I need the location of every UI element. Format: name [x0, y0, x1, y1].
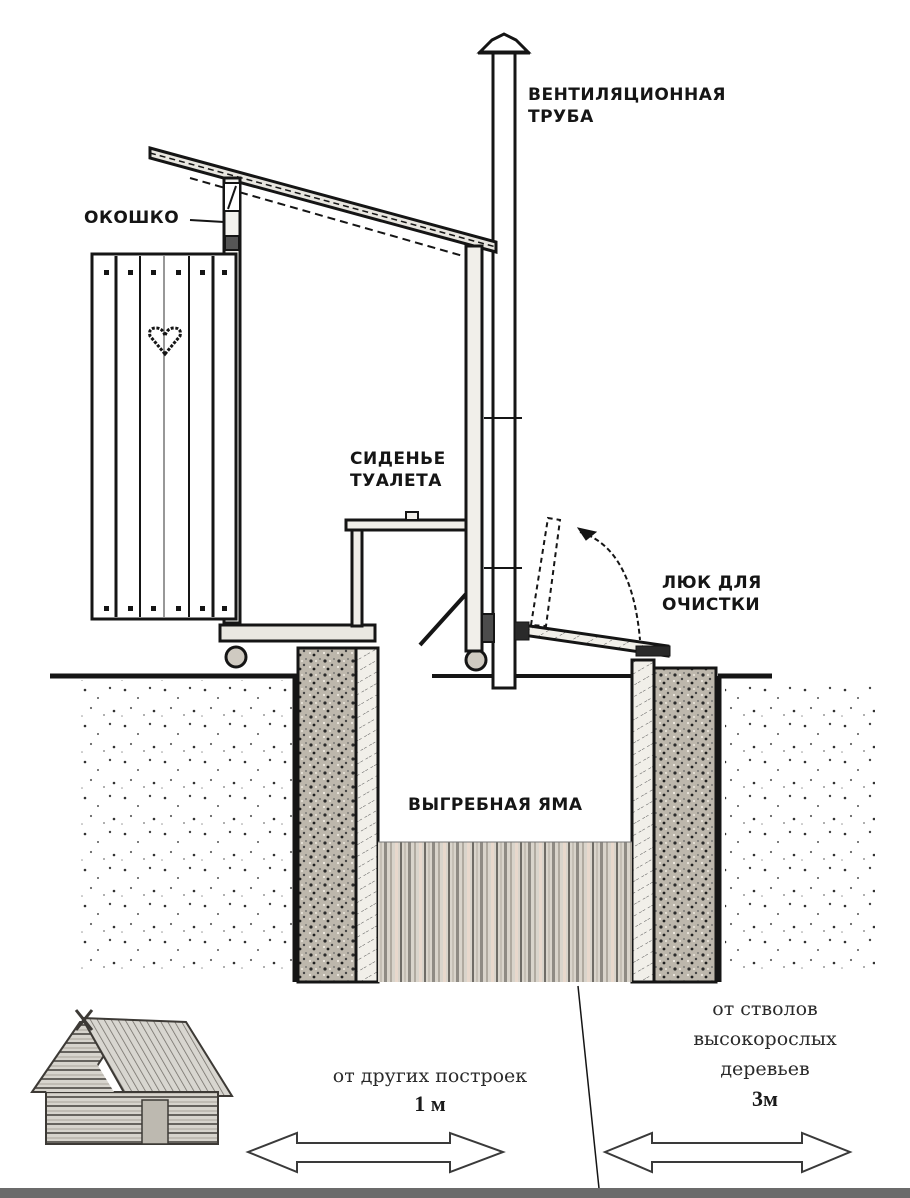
divider-line	[577, 985, 601, 1198]
toilet-seat	[344, 511, 470, 628]
distance-buildings-value: 1 м	[414, 1091, 446, 1116]
cesspit-label: ВЫГРЕБНАЯ ЯМА	[408, 795, 583, 815]
cleaning-hatch	[514, 516, 671, 658]
bottom-border	[0, 1188, 910, 1198]
toilet-seat-label: СИДЕНЬЕ ТУАЛЕТА	[350, 449, 446, 491]
cleaning-hatch-label: ЛЮК ДЛЯ ОЧИСТКИ	[662, 573, 762, 615]
pit-wall-left	[292, 646, 380, 984]
door	[90, 252, 238, 621]
distance-trees-value: 3м	[752, 1086, 778, 1111]
window-label: ОКОШКО	[84, 208, 180, 228]
vent-pipe	[476, 32, 532, 690]
distance-buildings-text: от других построек	[332, 1065, 528, 1087]
double-arrow-icon	[602, 1131, 853, 1174]
floor-beam	[218, 623, 488, 672]
double-arrow-icon	[245, 1131, 506, 1174]
soil-left	[80, 680, 295, 970]
pit-wall-right	[630, 658, 722, 984]
distance-trees: от стволов высокорослых деревьев 3м	[640, 994, 890, 1114]
back-post	[418, 244, 495, 653]
vent-pipe-label: ВЕНТИЛЯЦИОННАЯ ТРУБА	[528, 85, 726, 127]
roof	[148, 146, 498, 259]
window-leader-line	[189, 219, 225, 223]
distance-buildings: от других построек 1 м	[280, 1062, 580, 1118]
soil-right	[725, 685, 875, 970]
log-cabin-icon	[30, 1009, 234, 1145]
cesspit	[378, 841, 632, 982]
